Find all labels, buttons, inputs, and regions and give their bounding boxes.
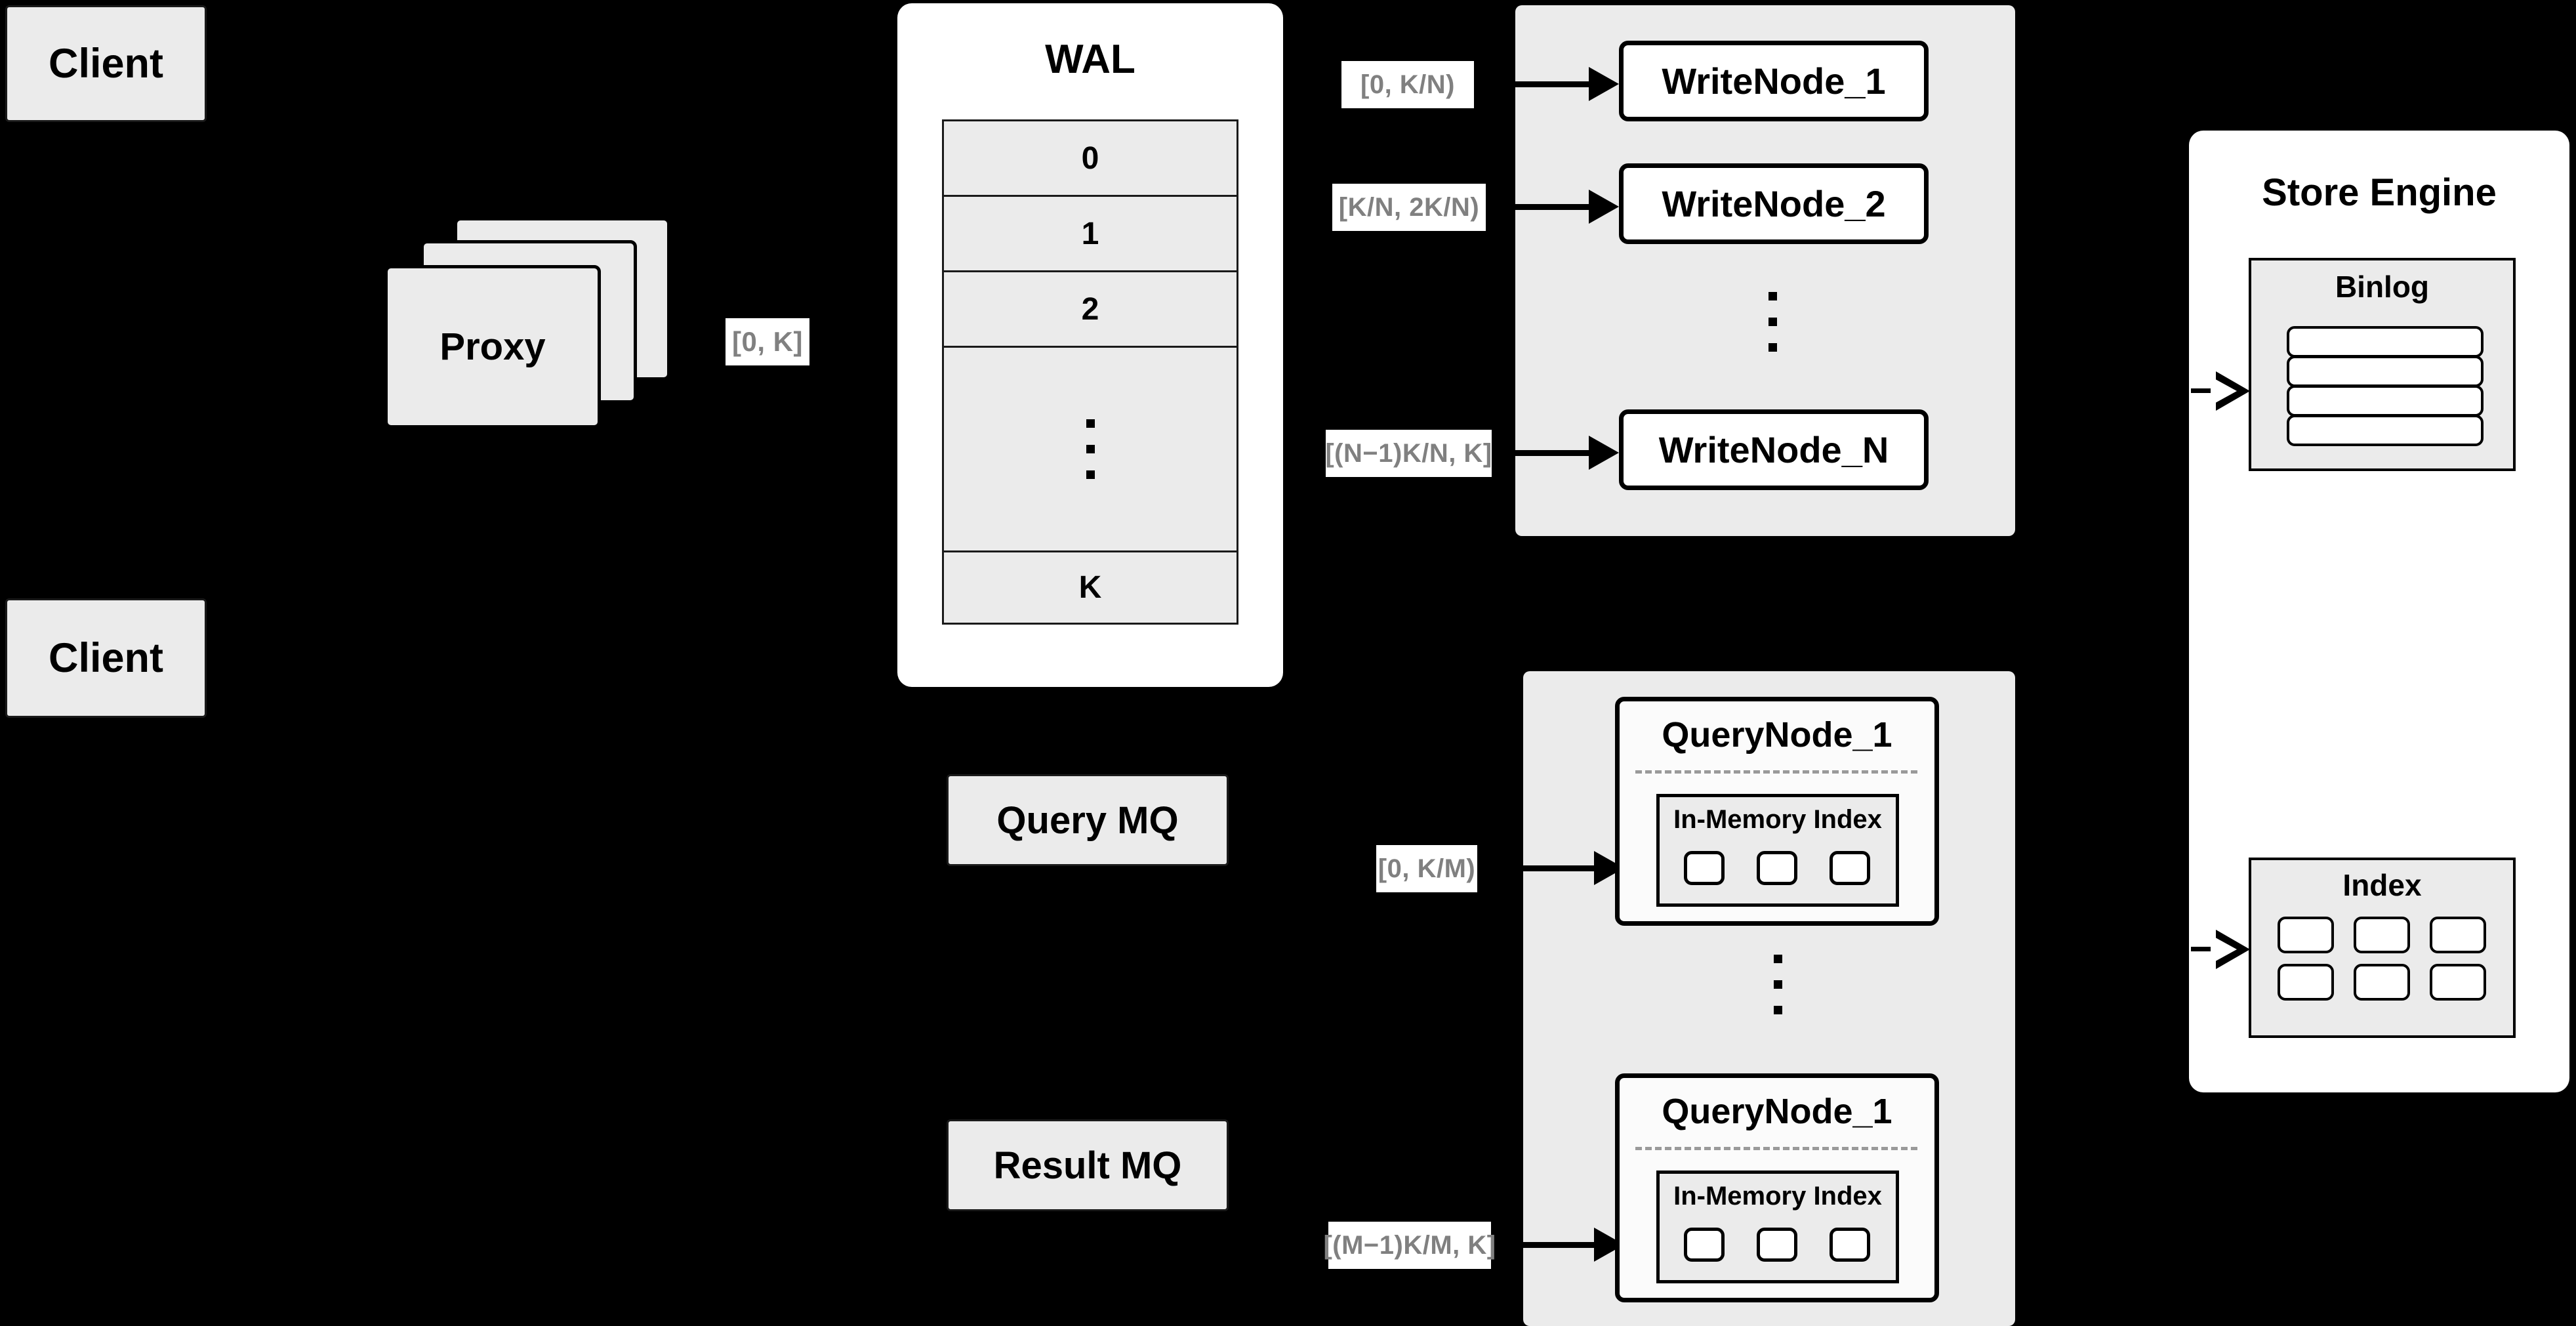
binlog-slab xyxy=(2287,415,2484,446)
index-chip xyxy=(2430,917,2486,953)
arrow-to-write-node-1 xyxy=(1492,81,1594,87)
query-node-1-in-memory-index: In-Memory Index xyxy=(1656,794,1899,907)
binlog-slab xyxy=(2287,326,2484,358)
index-chip xyxy=(1684,851,1725,885)
index-box: Index xyxy=(2249,858,2516,1038)
arrow-head-index-icon xyxy=(2211,930,2250,969)
wal-vertical-ellipsis-icon xyxy=(1086,419,1095,479)
query-node-1-title: QueryNode_1 xyxy=(1662,715,1892,755)
arrow-to-query-node-1 xyxy=(1494,865,1599,871)
query-node-2-in-memory-index-title: In-Memory Index xyxy=(1673,1181,1882,1211)
write-node-n-label: WriteNode_N xyxy=(1658,429,1889,470)
arrow-to-write-node-n xyxy=(1492,450,1594,456)
proxy-label: Proxy xyxy=(440,325,546,368)
arrow-to-binlog xyxy=(2191,388,2218,393)
index-title: Index xyxy=(2342,868,2422,902)
index-chip xyxy=(1830,1228,1870,1262)
index-chip xyxy=(1757,1228,1797,1262)
arrow-to-write-node-2 xyxy=(1492,204,1594,210)
index-chip xyxy=(2278,917,2334,953)
wal-title: WAL xyxy=(1045,36,1135,82)
write-node-2-range-label: [K/N, 2K/N) xyxy=(1332,184,1486,231)
index-chip xyxy=(1684,1228,1725,1262)
index-chip xyxy=(2430,964,2486,1001)
client-box-2[interactable]: Client xyxy=(5,598,207,718)
wal-row-ellipsis xyxy=(944,348,1237,552)
query-node-1-divider xyxy=(1635,770,1917,774)
arrow-head-write-node-n-icon xyxy=(1589,436,1619,470)
arrow-head-binlog-icon xyxy=(2211,371,2250,411)
result-mq-label: Result MQ xyxy=(993,1144,1182,1187)
query-node-vertical-ellipsis-icon xyxy=(1758,938,1797,1030)
proxy-output-range-label: [0, K] xyxy=(726,318,809,365)
arrow-to-query-node-2 xyxy=(1494,1242,1599,1248)
write-node-n[interactable]: WriteNode_N xyxy=(1619,409,1929,490)
query-mq-label: Query MQ xyxy=(996,798,1179,842)
binlog-box: Binlog xyxy=(2249,258,2516,471)
wal-row-k: K xyxy=(1078,570,1102,605)
client-label-1: Client xyxy=(48,41,163,87)
write-node-n-range-label: [(N−1)K/N, K] xyxy=(1325,430,1492,477)
client-box-1[interactable]: Client xyxy=(5,5,207,122)
index-chip xyxy=(1830,851,1870,885)
wal-row-2: 2 xyxy=(944,272,1237,348)
index-chip xyxy=(2354,964,2410,1001)
binlog-slab xyxy=(2287,356,2484,387)
wal-table: 0 1 2 K xyxy=(942,119,1238,625)
query-node-1[interactable]: QueryNode_1 In-Memory Index xyxy=(1615,697,1939,926)
query-node-2-in-memory-index: In-Memory Index xyxy=(1656,1171,1899,1283)
write-node-1-label: WriteNode_1 xyxy=(1662,60,1886,102)
write-node-2[interactable]: WriteNode_2 xyxy=(1619,163,1929,244)
query-node-2-range-label: [(M−1)K/M, K] xyxy=(1323,1222,1496,1269)
write-node-1-range-label: [0, K/N) xyxy=(1341,61,1474,108)
index-chip xyxy=(1757,851,1797,885)
arrow-to-index xyxy=(2191,947,2218,951)
index-chip xyxy=(2278,964,2334,1001)
arrow-head-write-node-2-icon xyxy=(1589,190,1619,224)
binlog-title: Binlog xyxy=(2335,270,2430,304)
store-engine-title: Store Engine xyxy=(2262,171,2497,214)
result-mq-box[interactable]: Result MQ xyxy=(947,1119,1229,1211)
client-label-2: Client xyxy=(48,635,163,681)
query-node-2-title: QueryNode_1 xyxy=(1662,1092,1892,1131)
arrow-head-write-node-1-icon xyxy=(1589,67,1619,101)
wal-row-0: 0 xyxy=(944,121,1237,197)
write-node-1[interactable]: WriteNode_1 xyxy=(1619,41,1929,121)
query-node-1-in-memory-index-title: In-Memory Index xyxy=(1673,804,1882,834)
write-node-2-label: WriteNode_2 xyxy=(1662,183,1886,224)
query-node-2-divider xyxy=(1635,1147,1917,1150)
query-node-1-range-label: [0, K/M) xyxy=(1376,845,1477,892)
write-node-vertical-ellipsis-icon xyxy=(1753,276,1792,367)
proxy-box[interactable]: Proxy xyxy=(384,265,601,428)
query-node-2[interactable]: QueryNode_1 In-Memory Index xyxy=(1615,1073,1939,1302)
wal-row-1: 1 xyxy=(944,197,1237,272)
binlog-slab xyxy=(2287,385,2484,417)
query-mq-box[interactable]: Query MQ xyxy=(947,774,1229,866)
index-chip xyxy=(2354,917,2410,953)
